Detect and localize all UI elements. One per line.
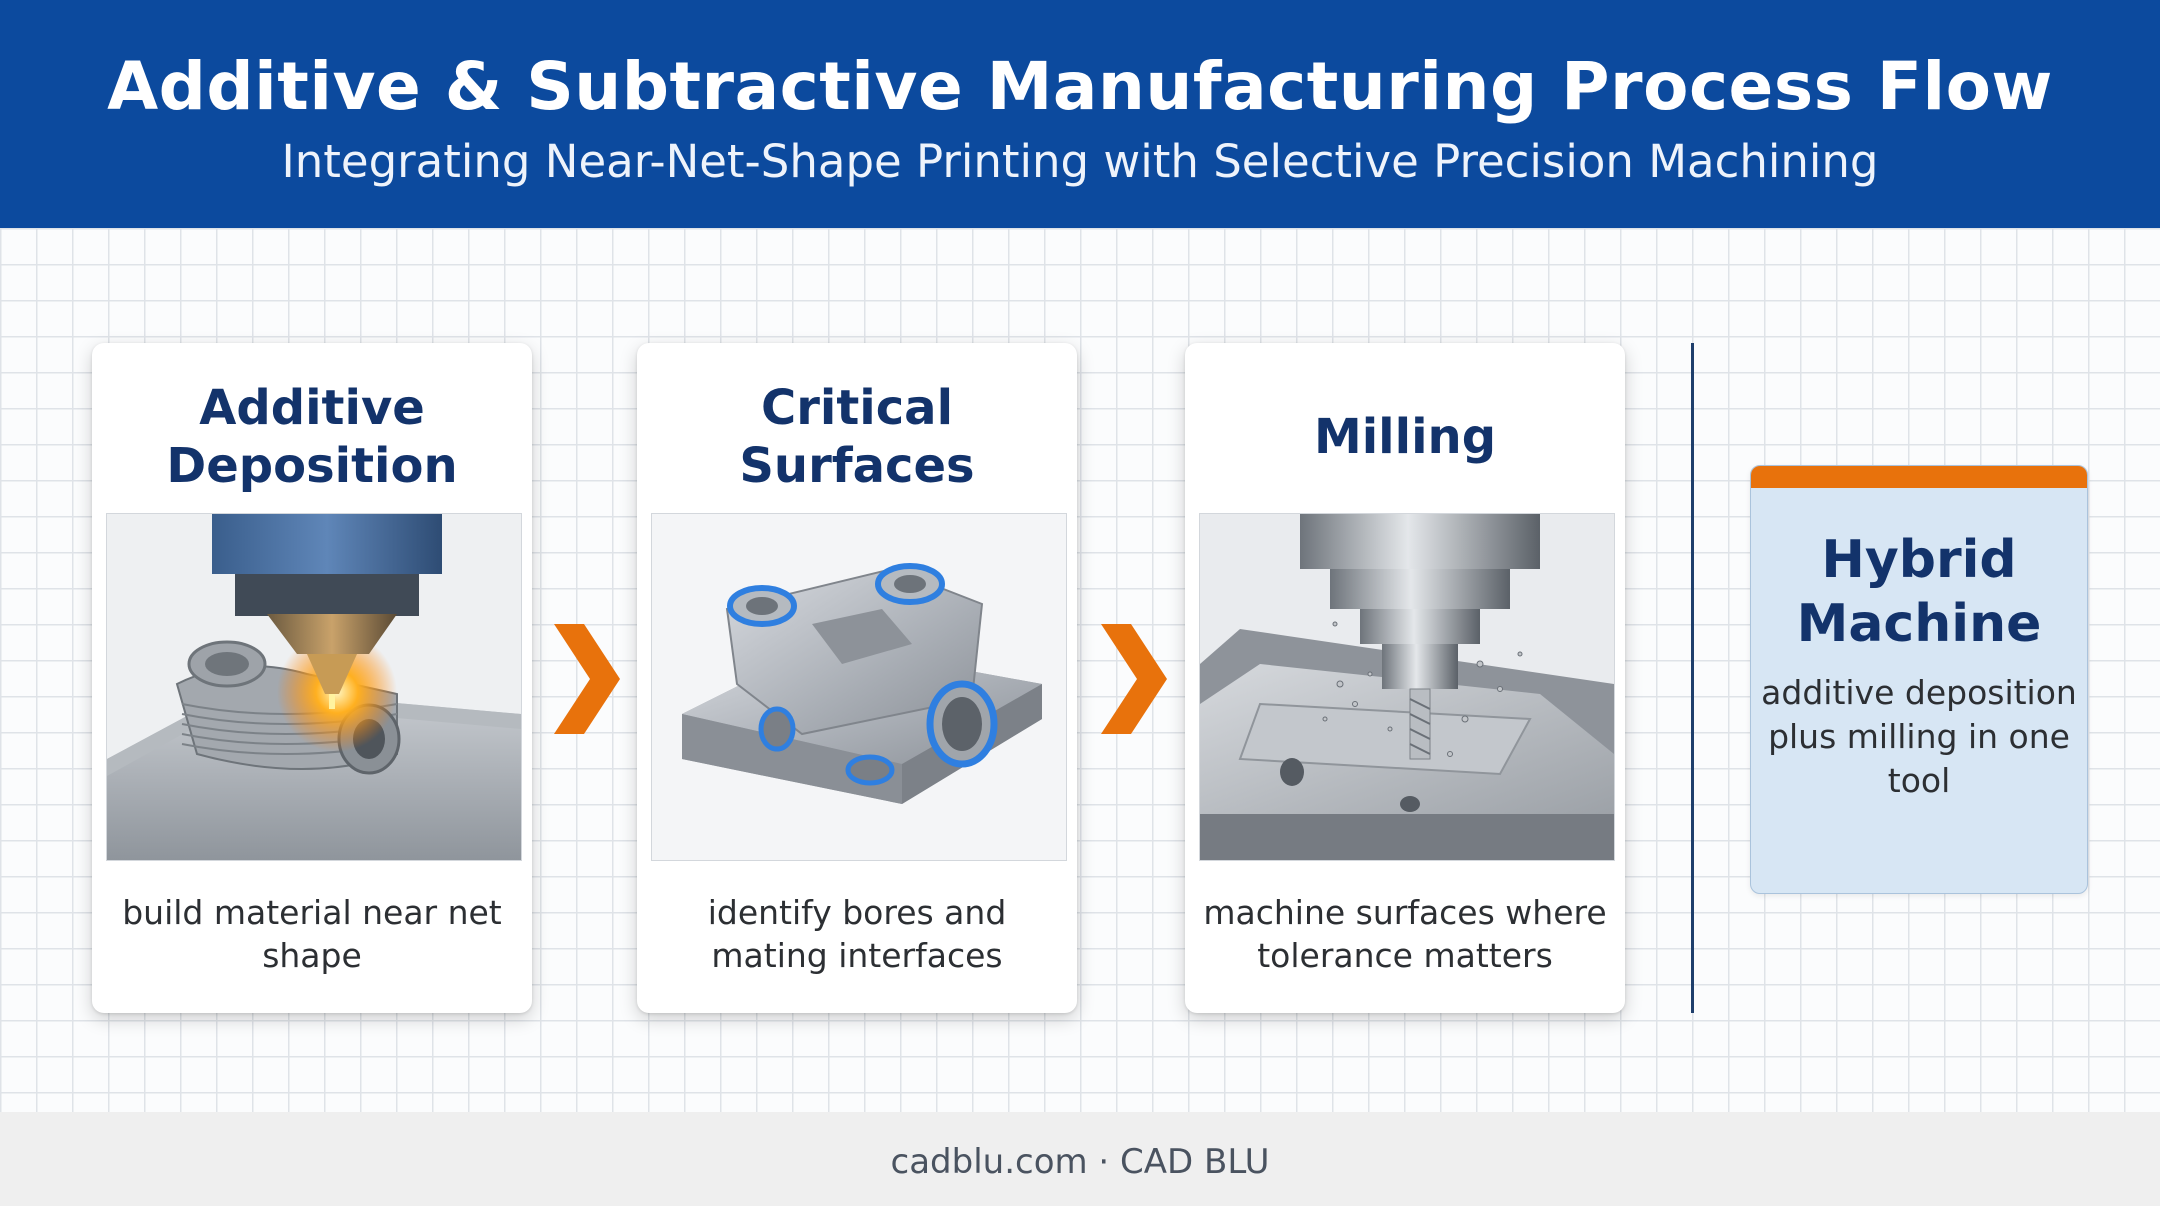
milling-illustration [1199, 513, 1615, 861]
critical-surfaces-illustration [651, 513, 1067, 861]
footer: cadblu.com · CAD BLU [0, 1112, 2160, 1206]
page-title: Additive & Subtractive Manufacturing Pro… [107, 48, 2053, 125]
header-banner: Additive & Subtractive Manufacturing Pro… [0, 0, 2160, 228]
section-divider [1691, 343, 1694, 1013]
additive-deposition-illustration [106, 513, 522, 861]
step-description: identify bores and mating interfaces [707, 893, 1007, 975]
step-title: Milling [1313, 409, 1497, 465]
accent-bar [1751, 466, 2087, 488]
hybrid-machine-box: Hybrid Machine additive deposition plus … [1750, 465, 2088, 894]
footer-credit: cadblu.com · CAD BLU [890, 1142, 1270, 1182]
step-title: Critical Surfaces [739, 380, 975, 494]
step-description: build material near net shape [122, 893, 502, 975]
step-title: Additive Deposition [166, 380, 458, 494]
step-card-critical-surfaces: Critical Surfaces identify bores a [637, 343, 1077, 1013]
hybrid-description: additive deposition plus milling in one … [1761, 673, 2077, 800]
chevron-right-icon [554, 624, 620, 734]
step-card-additive-deposition: Additive Deposition [92, 343, 532, 1013]
step-card-milling: Milling [1185, 343, 1625, 1013]
hybrid-title: Hybrid Machine [1796, 530, 2042, 654]
step-description: machine surfaces where tolerance matters [1203, 893, 1607, 975]
page-subtitle: Integrating Near-Net-Shape Printing with… [281, 135, 1879, 188]
chevron-right-icon [1101, 624, 1167, 734]
